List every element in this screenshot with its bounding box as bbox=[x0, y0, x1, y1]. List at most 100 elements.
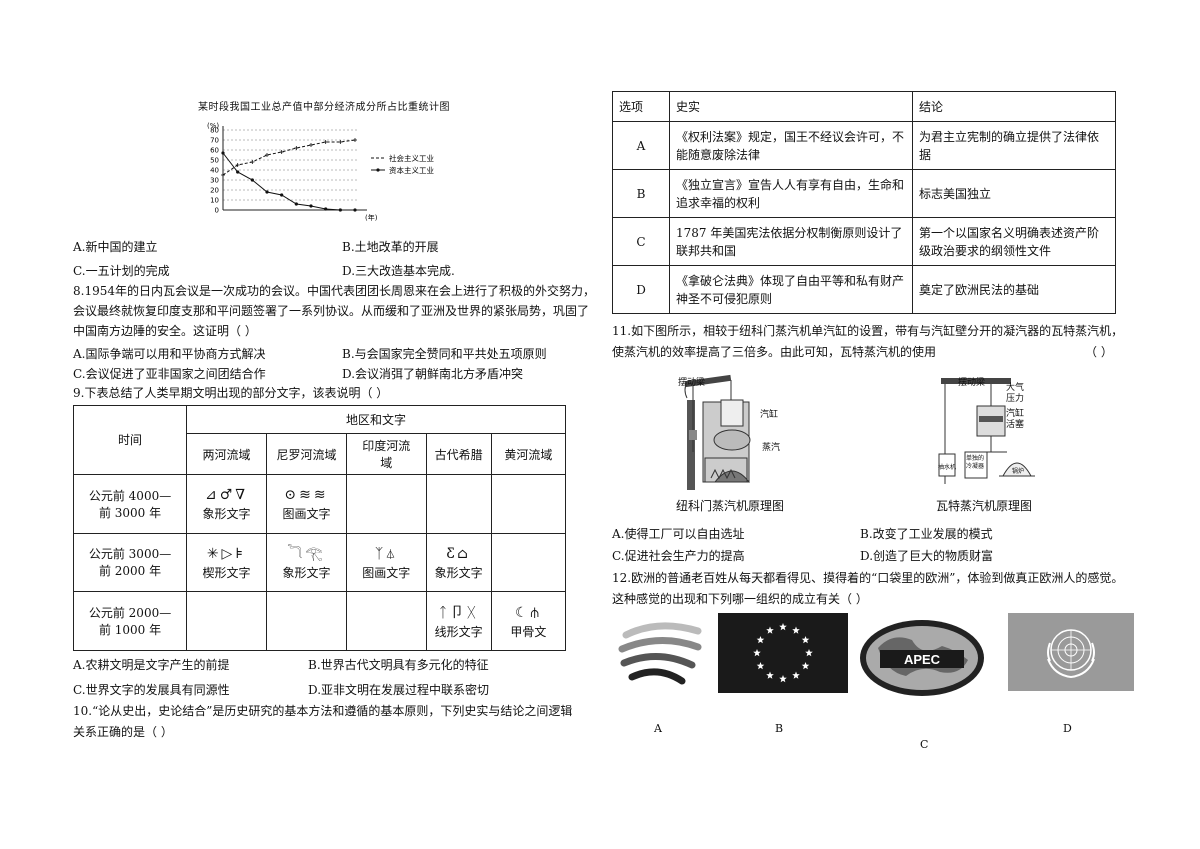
script-glyph: ⊿♂∇ bbox=[205, 487, 249, 504]
table-row: 公元前 4000—前 3000 年 ⊿♂∇象形文字 ⊙≋≋图画文字 bbox=[72, 473, 567, 534]
eu-star-icon bbox=[756, 662, 765, 670]
chart-title: 某时段我国工业总产值中部分经济成分所占比重统计图 bbox=[198, 102, 450, 113]
series-point-0 bbox=[294, 146, 299, 150]
series-point-0 bbox=[221, 173, 225, 177]
legend-label: 资本主义工业 bbox=[389, 165, 434, 175]
region-header-3: 古代希腊 bbox=[425, 433, 492, 475]
script-cell: Ƹ⌂ 象形文字 bbox=[425, 532, 492, 593]
q8-stem-line-2: 会议最终就恢复印度支那和平问题签署了一系列协议。从而缓和了亚洲及世界的紧张局势，… bbox=[73, 304, 590, 318]
facts-fact: 1787 年美国宪法依据分权制衡原则设计了联邦共和国 bbox=[669, 217, 913, 266]
region-header-0: 两河流域 bbox=[186, 433, 267, 475]
script-glyph: ⊙≋≋ bbox=[284, 487, 329, 504]
q9-option-c[interactable]: C.世界文字的发展具有同源性 bbox=[73, 683, 230, 697]
series-point-1 bbox=[324, 207, 328, 211]
q11-option-b[interactable]: B.改变了工业发展的模式 bbox=[860, 527, 993, 541]
q10-stem-line-1: 10.“论从史出，史论结合”是历史研究的基本方法和遵循的基本原则，下列史实与结论… bbox=[73, 704, 573, 718]
watt-label-boiler: 锅炉 bbox=[1012, 468, 1025, 475]
region-header-2: 印度河流域 bbox=[346, 433, 427, 475]
region-header: 地区和文字 bbox=[186, 404, 566, 435]
series-point-0 bbox=[279, 150, 284, 154]
q9-option-b[interactable]: B.世界古代文明具有多元化的特征 bbox=[308, 658, 489, 672]
script-cell: ⊿♂∇ 象形文字 bbox=[186, 473, 267, 534]
legend-marker bbox=[376, 168, 380, 172]
watt-label-pump: 抽水机 bbox=[938, 464, 957, 471]
q7-option-a[interactable]: A.新中国的建立 bbox=[73, 240, 158, 254]
script-label: 象形文字 bbox=[202, 507, 251, 522]
series-point-1 bbox=[309, 204, 313, 208]
q7-option-c[interactable]: C.一五计划的完成 bbox=[73, 264, 170, 278]
x-unit-label: (年) bbox=[365, 213, 378, 222]
script-glyph: ᛏ卩ᚷ bbox=[438, 604, 479, 621]
logo-label-a[interactable]: A bbox=[654, 722, 662, 735]
time-cell: 公元前 2000—前 1000 年 bbox=[72, 591, 188, 651]
region-header-4: 黄河流域 bbox=[490, 433, 567, 475]
logo-label-c[interactable]: C bbox=[920, 738, 929, 751]
script-cell bbox=[186, 591, 267, 651]
series-point-0 bbox=[235, 163, 240, 167]
eu-star-icon bbox=[753, 649, 761, 657]
newcomen-engine-diagram bbox=[684, 374, 751, 490]
watt-label-beam: 摆动梁 bbox=[958, 378, 986, 388]
watt-caption: 瓦特蒸汽机原理图 bbox=[936, 499, 1033, 513]
series-point-1 bbox=[338, 208, 342, 212]
q8-option-b[interactable]: B.与会国家完全赞同和平共处五项原则 bbox=[342, 347, 547, 361]
newcomen-caption: 纽科门蒸汽机原理图 bbox=[676, 499, 785, 513]
facts-header-option: 选项 bbox=[612, 91, 670, 122]
q9-option-a[interactable]: A.农耕文明是文字产生的前提 bbox=[73, 658, 230, 672]
q9-stem: 9.下表总结了人类早期文明出现的部分文字，该表说明（ ） bbox=[73, 386, 389, 400]
eu-star-icon bbox=[801, 636, 810, 644]
q7-option-b[interactable]: B.土地改革的开展 bbox=[342, 240, 439, 254]
script-cell bbox=[490, 532, 567, 593]
facts-option: B bbox=[612, 169, 670, 218]
table-row: D 《拿破仑法典》体现了自由平等和私有财产神圣不可侵犯原则 奠定了欧洲民法的基础 bbox=[612, 265, 1116, 314]
q11-option-a[interactable]: A.使得工厂可以自由选址 bbox=[612, 527, 745, 541]
y-tick-label: 20 bbox=[210, 187, 219, 195]
newcomen-label-cylinder: 汽缸 bbox=[760, 410, 779, 420]
apec-text: APEC bbox=[904, 652, 941, 667]
series-point-1 bbox=[221, 151, 225, 155]
series-point-0 bbox=[353, 138, 357, 142]
facts-fact: 《独立宣言》宣告人人有享有自由，生命和追求幸福的权利 bbox=[669, 169, 913, 218]
script-label: 楔形文字 bbox=[202, 565, 251, 580]
facts-header-conclusion: 结论 bbox=[912, 91, 1116, 122]
series-point-1 bbox=[236, 170, 240, 174]
watt-label-air: 大气压力 bbox=[1006, 383, 1025, 404]
facts-conclusion: 标志美国独立 bbox=[912, 169, 1116, 218]
q8-option-c[interactable]: C.会议促进了亚非国家之间团结合作 bbox=[73, 367, 266, 381]
script-cell bbox=[265, 591, 348, 651]
q11-option-c[interactable]: C.促进社会生产力的提高 bbox=[612, 549, 745, 563]
y-tick-label: 40 bbox=[210, 167, 219, 175]
region-header-1: 尼罗河流域 bbox=[265, 433, 348, 475]
q9-option-d[interactable]: D.亚非文明在发展过程中联系密切 bbox=[308, 683, 490, 697]
script-cell bbox=[346, 473, 427, 534]
q7-option-d[interactable]: D.三大改造基本完成. bbox=[342, 264, 455, 278]
y-tick-label: 80 bbox=[210, 127, 219, 135]
series-point-0 bbox=[309, 143, 313, 147]
q8-option-d[interactable]: D.会议消弭了朝鲜南北方矛盾冲突 bbox=[342, 367, 524, 381]
q8-option-a[interactable]: A.国际争端可以用和平协商方式解决 bbox=[73, 347, 266, 361]
eu-star-icon bbox=[805, 649, 813, 657]
watt-label-condenser: 单独的冷凝器 bbox=[966, 455, 985, 470]
series-line-0 bbox=[222, 139, 356, 176]
time-cell: 公元前 4000—前 3000 年 bbox=[72, 473, 188, 534]
series-point-0 bbox=[250, 160, 255, 164]
series-point-0 bbox=[265, 153, 269, 157]
script-glyph: Ƹ⌂ bbox=[446, 545, 471, 562]
script-glyph: 𓆓𓂀 bbox=[287, 545, 326, 562]
logo-label-b[interactable]: B bbox=[775, 722, 784, 735]
watt-label-cylinder: 汽缸活塞 bbox=[1006, 409, 1025, 430]
facts-conclusion: 为君主立宪制的确立提供了法律依据 bbox=[912, 121, 1116, 170]
logo-label-d[interactable]: D bbox=[1063, 722, 1072, 735]
eu-star-icon bbox=[779, 675, 787, 683]
q11-option-d[interactable]: D.创造了巨大的物质财富 bbox=[860, 549, 994, 563]
series-point-1 bbox=[353, 208, 357, 212]
facts-option: A bbox=[612, 121, 670, 170]
y-tick-label: 30 bbox=[210, 177, 219, 185]
table-row: A 《权利法案》规定，国王不经议会许可，不能随意废除法律 为君主立宪制的确立提供… bbox=[612, 121, 1116, 170]
script-label: 象形文字 bbox=[434, 565, 483, 580]
eu-star-icon bbox=[766, 671, 774, 679]
facts-conclusion: 第一个以国家名义明确表述资产阶级政治要求的纲领性文件 bbox=[912, 217, 1116, 266]
